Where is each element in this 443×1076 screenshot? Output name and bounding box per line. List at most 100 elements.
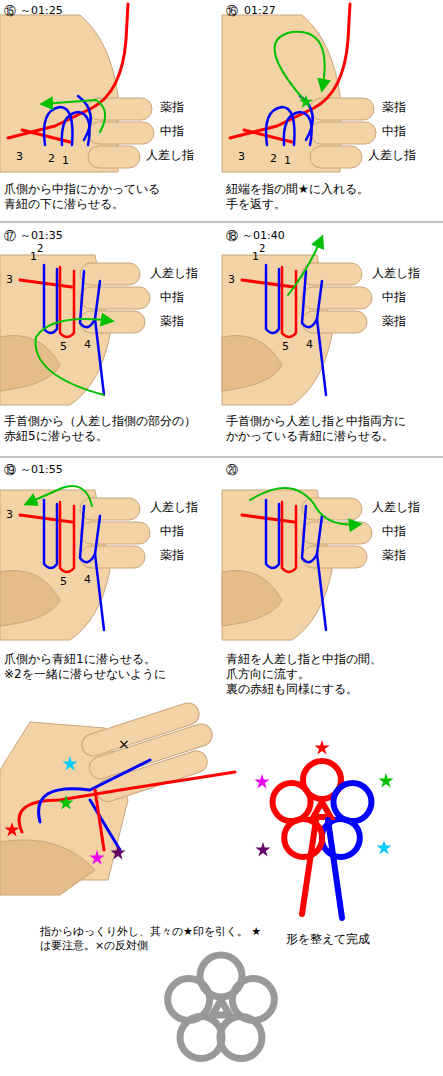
step-figure [0,255,150,405]
knot-flower [168,955,275,1059]
finger [310,98,374,120]
hand-thumb [0,840,95,895]
caption-text: 青紐を人差し指と中指の間、 爪方向に流す。 裏の赤紐も同様にする。 [226,652,438,697]
cord [19,772,235,832]
finger [302,546,367,568]
callout-number: 3 [6,508,13,522]
star-mark [314,740,329,754]
time-stamp: ～01:40 [242,229,285,243]
callout-number: 3 [238,150,245,164]
step-figure [222,488,372,640]
callout-number: 2 [37,243,43,256]
star-mark [299,95,313,108]
finger [88,146,140,168]
finger [310,146,362,168]
cord [317,554,326,630]
knot-petal [273,783,311,821]
finger-label: 人差し指 [368,148,416,163]
finger [80,546,145,568]
callout-number: 3 [228,273,235,287]
cord [317,319,326,395]
cord [302,506,322,562]
cord [95,790,104,850]
callout-number: 1 [284,154,291,168]
star-mark [376,840,391,854]
finger [80,522,150,544]
cord [95,554,104,630]
finger-label: 人差し指 [150,500,198,515]
callout-number: 4 [84,338,91,352]
caption-text: 指からゆっくり外し、其々の★印を引く。 ★は要注意。×の反対側 [40,925,300,953]
cord [60,267,74,337]
cord [242,515,294,522]
finger [80,263,140,285]
time-stamp: 01:27 [244,4,276,18]
finger [80,287,150,309]
step-figure [222,4,376,172]
caption-text: 爪側から青紐1に潜らせる。 ※2を一緒に潜らせないように [4,652,216,682]
finger-label: 人差し指 [150,266,198,281]
callout-number: 1 [62,154,69,168]
time-stamp: ～01:55 [20,463,63,477]
finger [88,122,154,144]
star-mark [62,756,77,770]
knot-center [212,1000,229,1015]
star-mark [58,795,73,809]
knot-petal [168,978,210,1020]
callout-number: 2 [270,152,277,166]
finger-label: 薬指 [160,100,184,115]
cord [80,506,100,562]
panel-separator [0,222,443,223]
callout-number: 3 [16,150,23,164]
cord [266,265,279,333]
callout-number: 4 [306,338,313,352]
finger-label: 中指 [160,124,184,139]
finger [302,311,367,333]
callout-number: 3 [6,273,13,287]
callout-number: 5 [282,340,289,354]
hand-thumb [0,571,60,626]
knot-petal [220,1017,262,1059]
knot-flower [254,740,393,918]
motion-arrow [36,319,112,395]
finger-label: 薬指 [382,548,406,563]
finger-label: 中指 [382,524,406,539]
cord [282,502,296,572]
finger [302,263,362,285]
finger-label: 中指 [382,124,406,139]
caption-text: 形を整えて完成 [286,932,370,947]
cord [78,96,91,140]
cord [62,112,90,145]
star-mark [255,842,270,856]
cord [284,112,312,145]
finger-label: 人差し指 [372,500,420,515]
step-number: ⑯ [226,4,238,19]
cord [328,820,342,918]
finger-label: 人差し指 [146,148,194,163]
step-figure [0,486,150,640]
panel-separator [0,457,443,458]
cord [302,271,322,327]
cord [302,820,316,914]
motion-arrow [288,237,322,295]
finger-label: 薬指 [160,548,184,563]
cord [266,107,295,145]
knot-petal [333,783,371,821]
cord [95,319,104,395]
hand-thumb [222,571,282,626]
step-number: ⑳ [226,463,238,478]
callout-number: 5 [60,575,67,589]
caption-text: 爪側から中指にかかっている 青紐の下に潜らせる。 [4,182,216,212]
hand-thumb [222,336,282,391]
hand-thumb [0,336,60,391]
step-number: ⑰ [4,229,16,244]
step-figure [222,237,372,405]
cord [282,267,296,337]
finger [94,748,210,804]
callout-number: 1 [30,250,37,264]
cord [20,515,72,522]
finger-label: 人差し指 [372,266,420,281]
step-number: ⑲ [4,463,16,478]
mark-symbol: × [118,736,130,754]
